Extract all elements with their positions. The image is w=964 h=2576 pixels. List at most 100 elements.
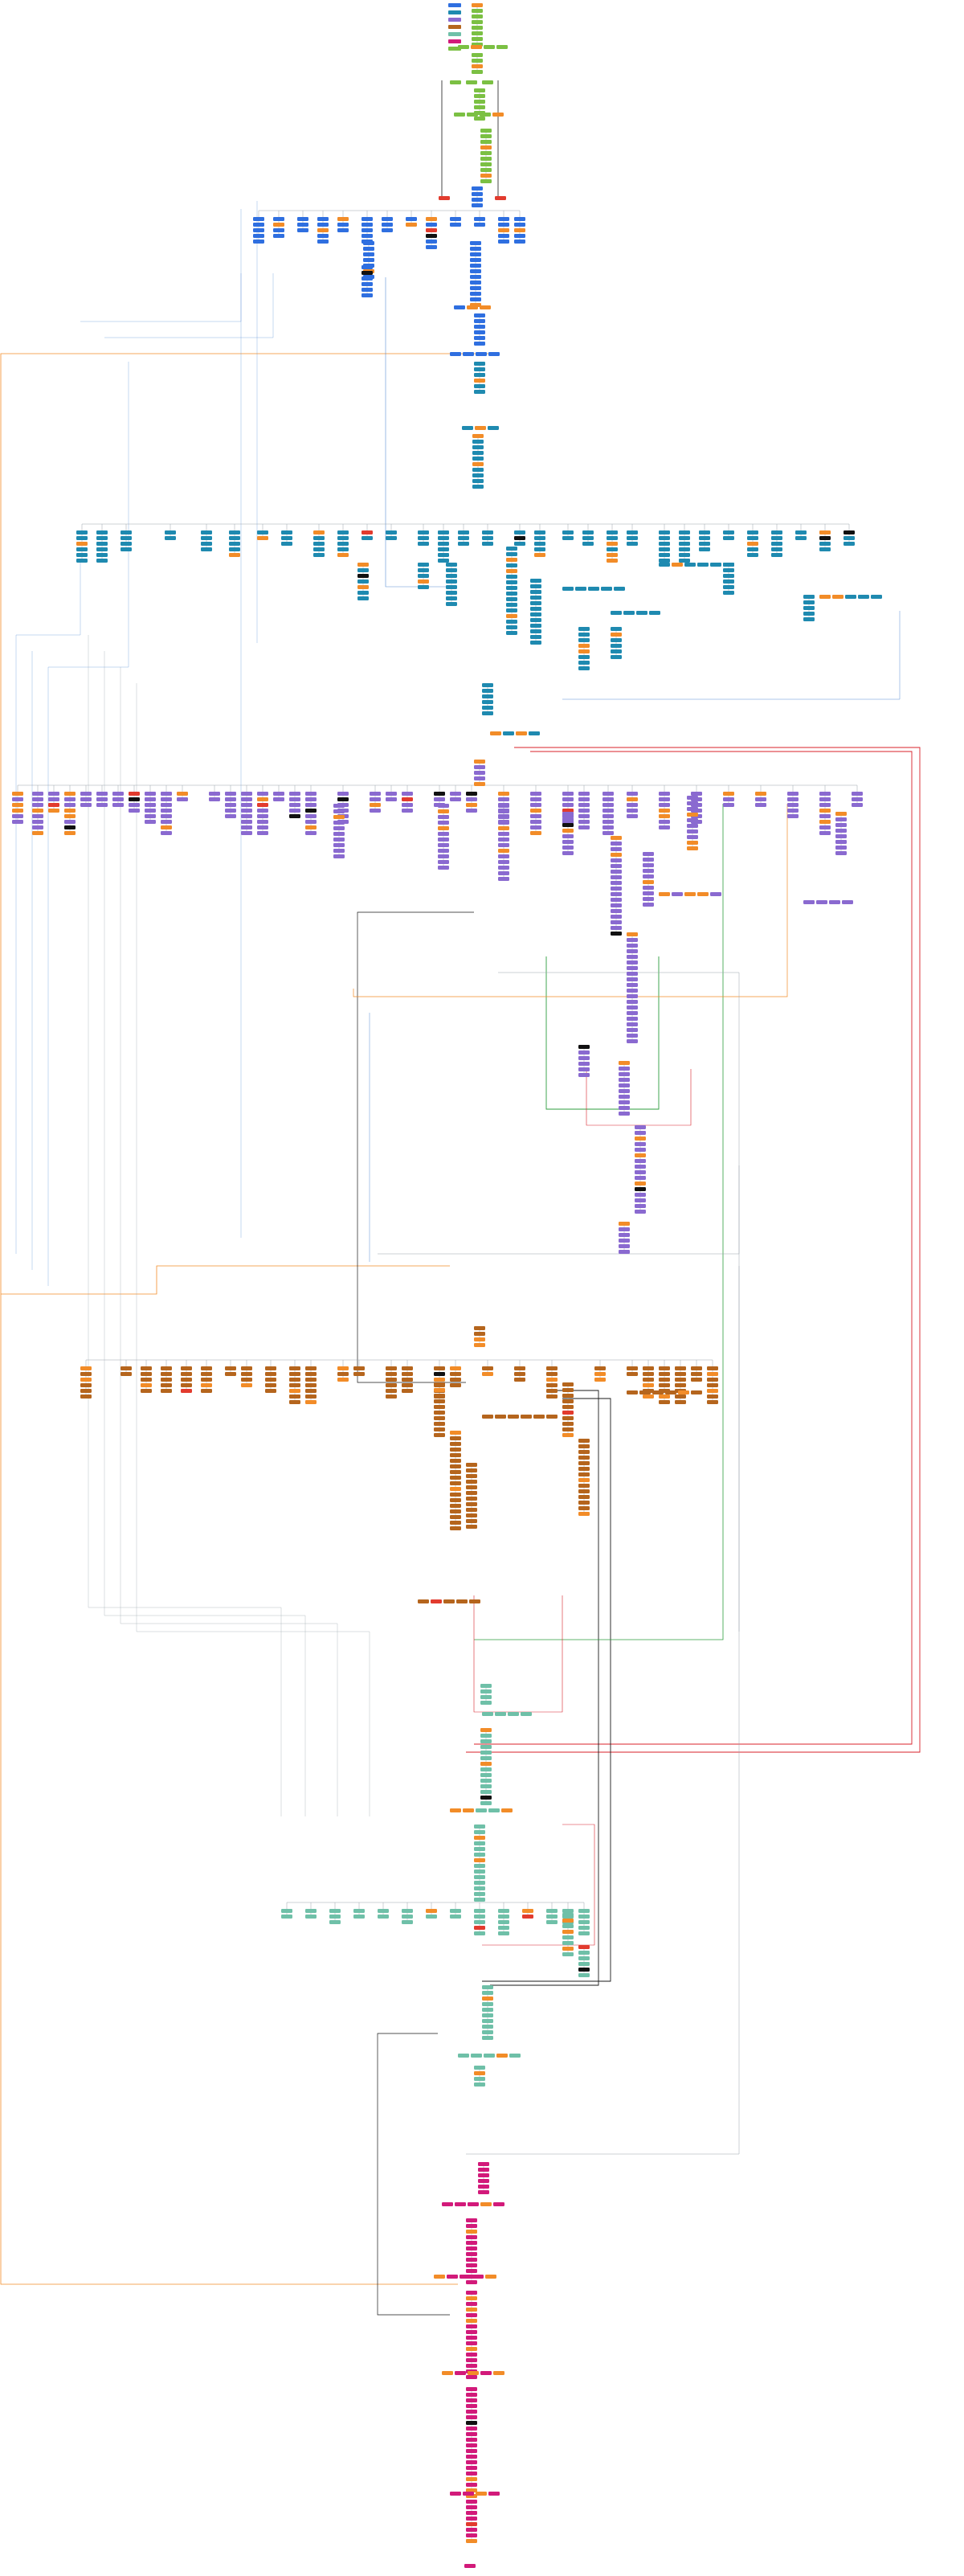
flow-node <box>241 1366 252 1370</box>
flow-node <box>333 854 345 858</box>
flow-node <box>474 765 485 769</box>
flow-node <box>659 1366 670 1370</box>
flow-node <box>438 553 449 557</box>
flow-node <box>480 1745 492 1749</box>
flow-node <box>313 530 325 534</box>
flow-node <box>273 792 284 796</box>
flow-node <box>161 797 172 801</box>
legend-swatch <box>448 24 461 29</box>
flow-node <box>619 1078 630 1082</box>
flow-node <box>611 932 622 936</box>
flow-node <box>466 2269 477 2273</box>
flow-node <box>426 1915 437 1919</box>
flow-node <box>710 892 721 896</box>
flow-node <box>463 352 474 356</box>
flow-node <box>498 854 509 858</box>
flow-node <box>723 579 734 584</box>
flow-node <box>578 633 590 637</box>
flow-node <box>382 223 393 227</box>
flow-node <box>474 105 485 109</box>
flow-node <box>684 563 696 567</box>
flow-node <box>466 2263 477 2267</box>
flow-node <box>835 812 847 816</box>
flow-node <box>472 70 483 74</box>
flow-node <box>470 247 481 251</box>
flow-node <box>362 217 373 221</box>
flow-node <box>530 618 541 622</box>
long-edge-blue <box>385 277 450 588</box>
flow-node <box>474 313 485 317</box>
flow-node <box>498 809 509 813</box>
flow-node <box>842 900 853 904</box>
bundle-edge <box>80 273 242 322</box>
flow-node <box>562 834 574 838</box>
flow-node <box>471 45 482 49</box>
flow-node <box>635 1170 646 1174</box>
flow-node <box>161 825 172 829</box>
flow-node <box>723 591 734 595</box>
flow-node <box>418 1599 429 1603</box>
flow-node <box>450 1504 461 1508</box>
flow-node <box>434 2275 445 2279</box>
flow-node <box>578 1439 590 1443</box>
flow-node <box>498 228 509 232</box>
flow-node <box>611 858 622 862</box>
flow-node <box>466 2415 477 2419</box>
flow-node <box>474 1332 485 1336</box>
flow-node <box>747 536 758 540</box>
flow-node <box>562 1947 574 1951</box>
flow-node <box>627 966 638 970</box>
flow-node <box>418 536 429 540</box>
flow-node <box>386 1394 397 1399</box>
flow-node <box>562 846 574 850</box>
flow-node <box>578 1495 590 1499</box>
flow-node <box>819 803 831 807</box>
flow-node <box>337 1372 349 1376</box>
long-edge-gray <box>466 1266 740 2155</box>
flow-node <box>80 1383 92 1387</box>
flow-node <box>611 633 622 637</box>
flow-node <box>474 88 485 92</box>
flow-node <box>450 223 461 227</box>
flow-node <box>496 45 508 49</box>
flow-node <box>455 2202 466 2206</box>
loop-edge-red <box>586 1069 692 1126</box>
flow-node <box>145 809 156 813</box>
flow-node <box>333 804 345 808</box>
flow-node <box>643 869 654 873</box>
flow-node <box>450 797 461 801</box>
flow-node <box>386 797 397 801</box>
flow-node <box>434 1427 445 1431</box>
flow-node <box>627 944 638 948</box>
flow-node <box>679 536 690 540</box>
flow-node <box>679 542 690 546</box>
flow-node <box>578 1467 590 1471</box>
flow-node <box>177 797 188 801</box>
flow-node <box>498 1931 509 1935</box>
flow-node <box>313 542 325 546</box>
flow-node <box>506 631 517 635</box>
flow-node <box>562 1433 574 1437</box>
flow-node <box>562 1935 574 1939</box>
flow-node <box>241 792 252 796</box>
flow-node <box>530 596 541 600</box>
flow-node <box>467 113 478 117</box>
flow-node <box>472 186 483 190</box>
flow-node <box>112 792 124 796</box>
flow-node <box>241 809 252 813</box>
flow-node <box>627 1011 638 1015</box>
flow-node <box>578 1945 590 1949</box>
flow-node <box>450 352 461 356</box>
flow-node <box>514 1378 525 1382</box>
flow-node <box>466 2308 477 2312</box>
flow-node <box>265 1378 276 1382</box>
flow-node <box>488 426 499 430</box>
flow-node <box>687 824 698 828</box>
flow-node <box>679 530 690 534</box>
flow-node <box>257 792 268 796</box>
flow-node <box>530 607 541 611</box>
flow-node <box>12 809 23 813</box>
flow-node <box>687 801 698 805</box>
flow-node <box>454 305 465 309</box>
flow-node <box>482 542 493 546</box>
